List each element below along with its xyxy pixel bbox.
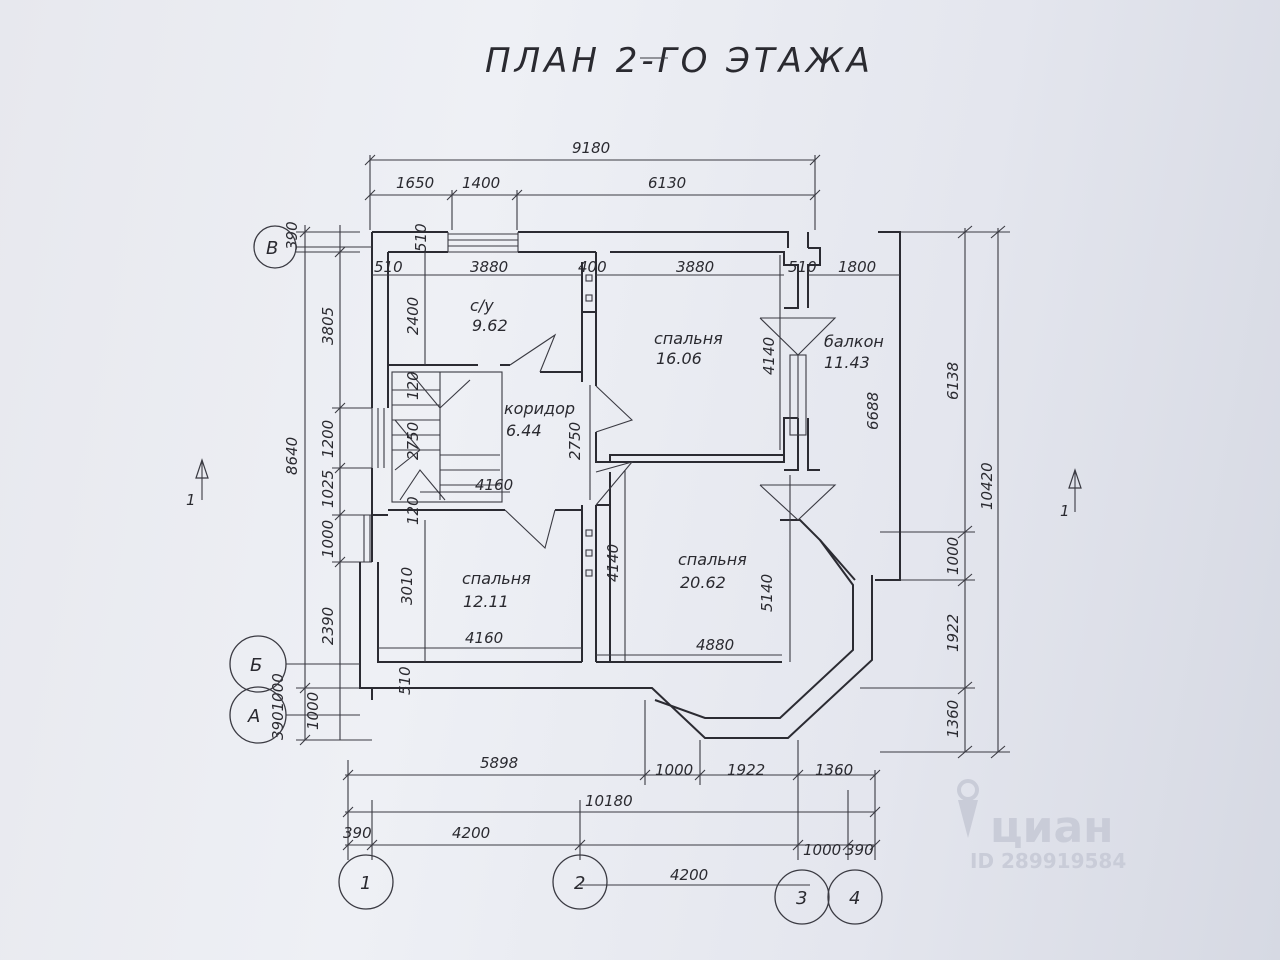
dim-bottom-1000: 1000 bbox=[655, 761, 693, 779]
room-balcony-name: балкон bbox=[824, 332, 884, 351]
window-left bbox=[363, 408, 385, 562]
dim-left-390-bottom: 3901000 bbox=[269, 673, 287, 740]
dim-bed-4140-b: 4140 bbox=[604, 544, 622, 582]
dim-bed-5140: 5140 bbox=[758, 574, 776, 612]
dim-stair-120-a: 120 bbox=[404, 371, 422, 400]
dim-bed-3010: 3010 bbox=[398, 567, 416, 605]
dim-wall-510-b: 510 bbox=[788, 258, 817, 276]
dim-right-1360: 1360 bbox=[944, 700, 962, 738]
dim-top-3: 6130 bbox=[648, 174, 686, 192]
dim-stair-4160: 4160 bbox=[475, 476, 513, 494]
dim-stair-120-b: 120 bbox=[404, 496, 422, 525]
plan-title: ПЛАН 2-ГО ЭТАЖА bbox=[485, 41, 874, 81]
dim-top-2: 1400 bbox=[462, 174, 500, 192]
axis-label-4: 4 bbox=[849, 888, 860, 909]
axis-markers bbox=[229, 225, 883, 925]
axis-label-b: Б bbox=[250, 655, 262, 676]
room-bedroom-1-area: 16.06 bbox=[656, 349, 702, 368]
room-bedroom-1-name: спальня bbox=[654, 329, 723, 348]
dim-bottom-1360: 1360 bbox=[815, 761, 853, 779]
dim-balcony-1800: 1800 bbox=[838, 258, 876, 276]
dim-wc-2400: 2400 bbox=[404, 297, 422, 335]
dim-room-3880-a: 3880 bbox=[470, 258, 508, 276]
room-wc-name: с/у bbox=[470, 296, 494, 315]
watermark-id: ID 289919584 bbox=[970, 849, 1126, 873]
dim-right-1000: 1000 bbox=[944, 537, 962, 575]
interior-dimension-lines bbox=[372, 252, 900, 662]
bottom-dimension-lines bbox=[342, 700, 881, 886]
room-balcony-area: 11.43 bbox=[824, 353, 870, 372]
dim-stair-2750: 2750 bbox=[404, 422, 422, 460]
dim-top-1: 1650 bbox=[396, 174, 434, 192]
dim-bottom-390: 390 bbox=[343, 824, 372, 842]
dim-wall-510-d: 510 bbox=[396, 666, 414, 695]
dim-corridor-2750: 2750 bbox=[566, 422, 584, 460]
cian-logo-icon bbox=[957, 779, 979, 838]
room-corridor-name: коридор bbox=[504, 399, 575, 418]
dim-left-1200: 1200 bbox=[319, 420, 337, 458]
section-label-left: 1 bbox=[186, 491, 196, 509]
dim-bottom-4200-b: 4200 bbox=[670, 866, 708, 884]
door-symbols bbox=[504, 317, 837, 550]
dim-bottom-390-b: 390 bbox=[845, 841, 874, 859]
room-bedroom-3-area: 20.62 bbox=[680, 573, 726, 592]
section-marker-right bbox=[1068, 468, 1082, 512]
dim-partition-400: 400 bbox=[578, 258, 607, 276]
dim-bed-4140-a: 4140 bbox=[760, 337, 778, 375]
room-bedroom-2-area: 12.11 bbox=[463, 592, 509, 611]
dim-bottom-10180: 10180 bbox=[585, 792, 633, 810]
dim-room-3880-b: 3880 bbox=[676, 258, 714, 276]
room-bedroom-2-name: спальня bbox=[462, 569, 531, 588]
balcony-window bbox=[789, 354, 807, 436]
dim-bottom-1000-b: 1000 bbox=[803, 841, 841, 859]
dim-balcony-6688: 6688 bbox=[864, 392, 882, 430]
axis-label-v: В bbox=[266, 238, 278, 259]
axis-label-a: А bbox=[247, 706, 260, 727]
staircase bbox=[391, 371, 503, 503]
dim-bed-4880: 4880 bbox=[696, 636, 734, 654]
dim-left-1000: 1000 bbox=[319, 520, 337, 558]
axis-label-1: 1 bbox=[360, 873, 371, 894]
dim-right-6138: 6138 bbox=[944, 362, 962, 400]
dim-left-1025: 1025 bbox=[319, 470, 337, 508]
dim-bottom-5898: 5898 bbox=[480, 754, 518, 772]
axis-label-3: 3 bbox=[796, 888, 807, 909]
room-bedroom-3-name: спальня bbox=[678, 550, 747, 569]
dim-left-8640: 8640 bbox=[283, 437, 301, 475]
watermark-brand: циан bbox=[990, 802, 1114, 853]
dim-bed-4160: 4160 bbox=[465, 629, 503, 647]
dim-bottom-4200-a: 4200 bbox=[452, 824, 490, 842]
dim-top-total: 9180 bbox=[572, 139, 610, 157]
vent-columns bbox=[585, 274, 593, 577]
interior-walls bbox=[388, 247, 856, 662]
section-marker-left bbox=[195, 458, 209, 500]
axis-label-2: 2 bbox=[574, 873, 585, 894]
dim-wall-510-c: 510 bbox=[412, 223, 430, 252]
dim-bottom-1922: 1922 bbox=[727, 761, 765, 779]
dim-wall-510-a: 510 bbox=[374, 258, 403, 276]
window-top bbox=[447, 232, 519, 253]
room-corridor-area: 6.44 bbox=[506, 421, 542, 440]
dim-right-1922: 1922 bbox=[944, 614, 962, 652]
exterior-walls bbox=[359, 231, 901, 739]
dim-left-3805: 3805 bbox=[319, 307, 337, 345]
dim-right-10420: 10420 bbox=[978, 462, 996, 510]
dim-left-2390: 2390 bbox=[319, 607, 337, 645]
room-wc-area: 9.62 bbox=[472, 316, 508, 335]
dim-left-1000-b: 1000 bbox=[304, 692, 322, 730]
top-dimension-lines bbox=[364, 154, 821, 230]
section-label-right: 1 bbox=[1060, 502, 1070, 520]
